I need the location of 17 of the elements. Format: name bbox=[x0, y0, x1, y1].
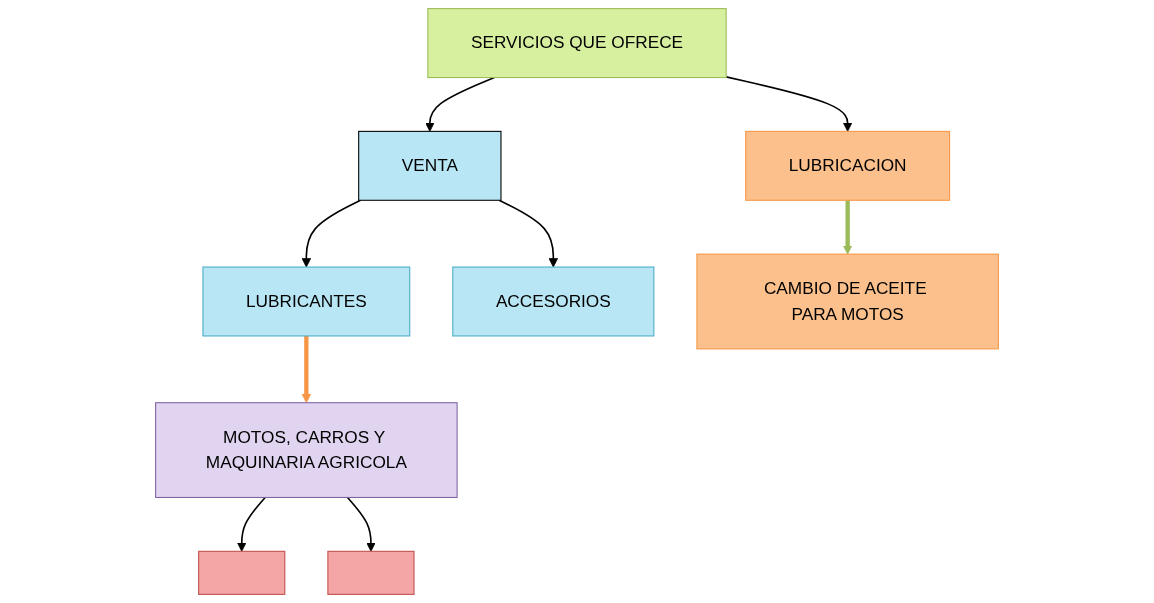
node-box: ACCESORIOS bbox=[452, 266, 655, 337]
arrow bbox=[346, 496, 376, 552]
node-box: VENTA bbox=[358, 130, 502, 201]
node-box: LUBRICANTES bbox=[202, 266, 411, 337]
node-box: LUBRICACION bbox=[745, 130, 951, 201]
arrow bbox=[842, 200, 853, 255]
node-box bbox=[198, 550, 286, 595]
node-box: SERVICIOS QUE OFRECE bbox=[427, 8, 727, 79]
arrow bbox=[301, 199, 362, 268]
node-box bbox=[327, 550, 415, 595]
node-box: CAMBIO DE ACEITE PARA MOTOS bbox=[696, 253, 999, 350]
arrow bbox=[301, 335, 312, 404]
arrow bbox=[498, 199, 559, 268]
arrow bbox=[237, 496, 266, 552]
arrow bbox=[425, 76, 496, 132]
arrow bbox=[725, 76, 853, 132]
node-box: MOTOS, CARROS Y MAQUINARIA AGRICOLA bbox=[155, 402, 458, 499]
